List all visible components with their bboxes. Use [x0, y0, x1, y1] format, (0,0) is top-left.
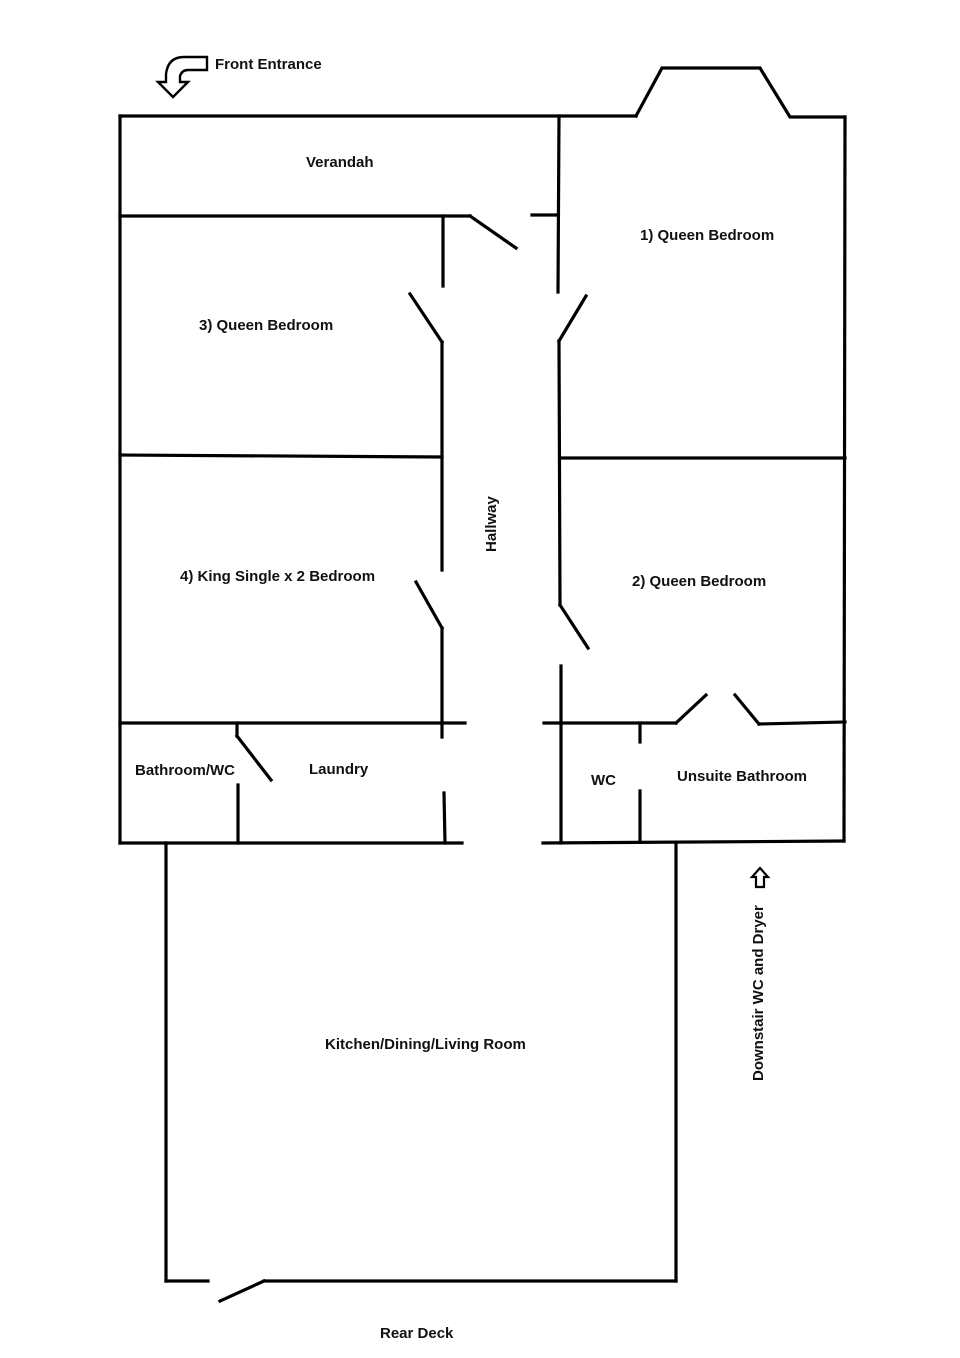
- room-label-bedroom-3: 3) Queen Bedroom: [199, 317, 334, 334]
- room-label-bedroom-4: 4) King Single x 2 Bedroom: [180, 568, 376, 585]
- downstairs-label: Downstair WC and Dryer: [750, 905, 767, 1081]
- room-label-bedroom-1: 1) Queen Bedroom: [640, 227, 775, 244]
- wall-b3-b4: [118, 453, 444, 459]
- room-label-kitchen: Kitchen/Dining/Living Room: [325, 1036, 526, 1053]
- room-label-verandah: Verandah: [306, 154, 374, 171]
- bedroom3-door: [407, 291, 445, 572]
- room-label-laundry: Laundry: [309, 761, 369, 778]
- verandah-walls: [118, 114, 561, 294]
- room-label-bathroom-wc: Bathroom/WC: [135, 762, 235, 779]
- downstairs-arrow-icon: [749, 866, 771, 889]
- front-entrance-label: Front Entrance: [215, 56, 322, 73]
- wc-ensuite-walls: [542, 664, 847, 845]
- bedroom4-door: [413, 579, 445, 739]
- front-entrance-arrow-icon: [155, 55, 209, 99]
- kitchen-walls: [164, 841, 678, 1304]
- rear-deck-label: Rear Deck: [380, 1325, 454, 1342]
- bathroom-laundry-walls: [118, 721, 467, 845]
- bedroom1-door: [556, 293, 591, 651]
- room-label-bedroom-2: 2) Queen Bedroom: [632, 573, 767, 590]
- room-label-ensuite-bathroom: Unsuite Bathroom: [677, 768, 808, 785]
- room-label-wc: WC: [591, 772, 616, 789]
- room-label-hallway: Hallway: [483, 496, 500, 552]
